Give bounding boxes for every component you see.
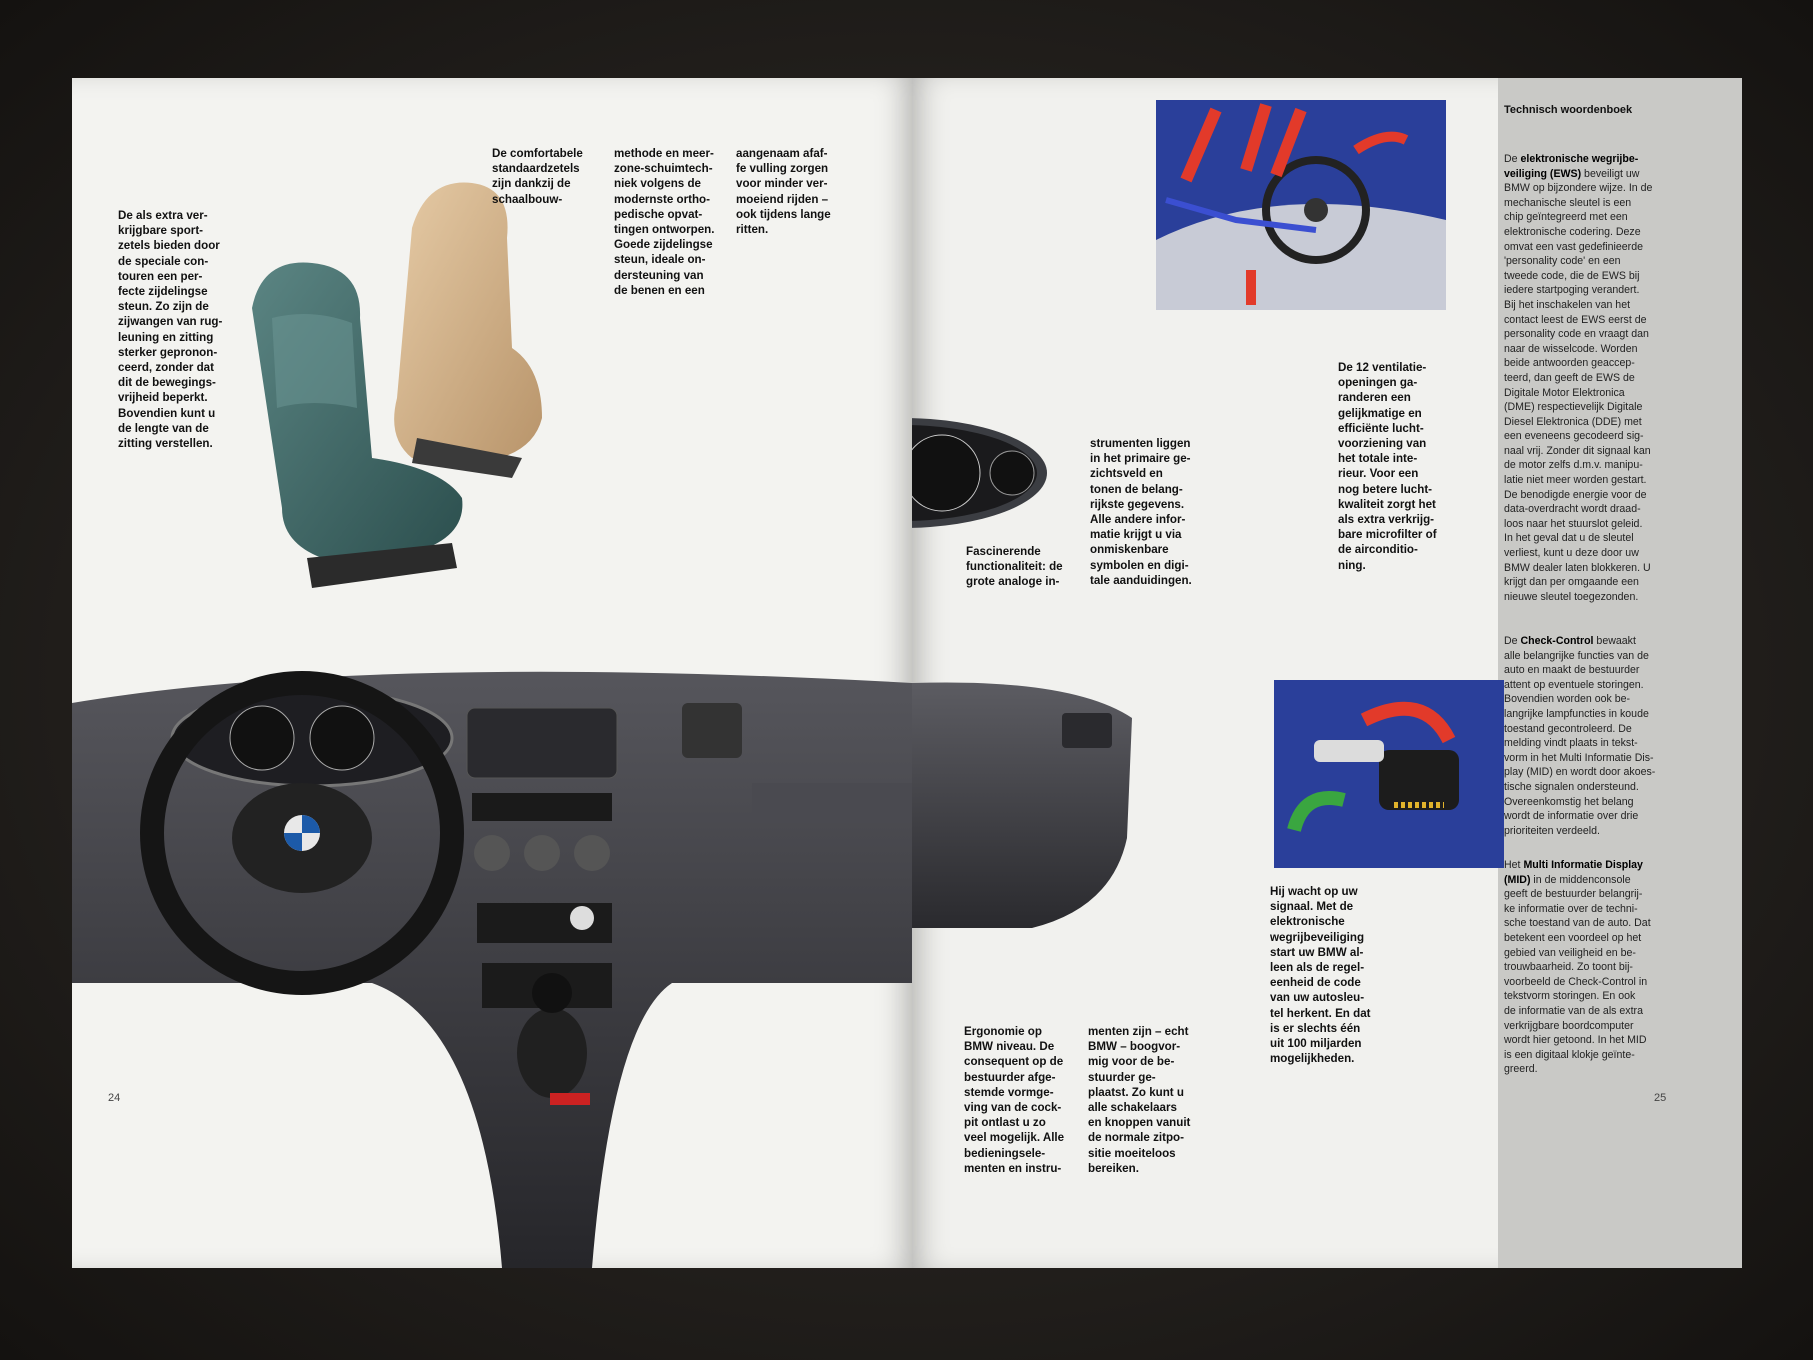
ews-term: elektronische wegrijbe- veiliging (EWS) — [1504, 153, 1639, 180]
sidebar-panel — [1498, 78, 1742, 1268]
mid-text: in de middenconsole geeft de bestuurder … — [1504, 873, 1651, 1076]
ventilation-image — [1156, 100, 1446, 310]
caption-comfort-seats-col1: De comfortabele standaardzetels zijn dan… — [492, 147, 583, 206]
sidebar-mid-paragraph: Het Multi Informatie Display (MID) in de… — [1504, 858, 1688, 1077]
sidebar-check-control-paragraph: De Check-Control bewaakt alle belangrijk… — [1504, 634, 1688, 838]
dashboard-image-left — [72, 671, 912, 1268]
caption-sport-seats: De als extra ver- krijgbare sport- zetel… — [118, 209, 223, 451]
sidebar-title: Technisch woordenboek — [1504, 104, 1633, 116]
caption-comfort-seats-col3: aangenaam afaf- fe vulling zorgen voor m… — [736, 147, 831, 237]
cc-intro: De — [1504, 635, 1521, 647]
check-control-term: Check-Control — [1520, 635, 1594, 647]
caption-ergonomics-col1: Ergonomie op BMW niveau. De consequent o… — [964, 1025, 1065, 1175]
left-page: De als extra ver- krijgbare sport- zetel… — [72, 78, 912, 1268]
page-number-right: 25 — [1654, 1092, 1667, 1104]
dashboard-image-right — [912, 682, 1132, 928]
caption-key: Hij wacht op uw signaal. Met de elektron… — [1270, 885, 1371, 1066]
caption-ventilation: De 12 ventilatie- openingen ga- randeren… — [1338, 361, 1437, 572]
seats-image — [252, 182, 542, 588]
ews-intro: De — [1504, 153, 1521, 165]
page-number-left: 24 — [108, 1092, 121, 1104]
sidebar-ews-paragraph: De elektronische wegrijbe- veiliging (EW… — [1504, 152, 1688, 604]
key-image — [1274, 680, 1504, 868]
caption-comfort-seats-col2: methode en meer- zone-schuimtech- niek v… — [614, 147, 715, 297]
right-page: Fascinerende functionaliteit: de grote a… — [912, 78, 1742, 1268]
caption-instruments-col2: strumenten liggen in het primaire ge- zi… — [1090, 437, 1192, 587]
cc-text: bewaakt alle belangrijke functies van de… — [1504, 635, 1656, 837]
caption-ergonomics-col2: menten zijn – echt BMW – boogvor- mig vo… — [1088, 1025, 1191, 1175]
instrument-cluster-image — [912, 418, 1047, 528]
book-gutter — [900, 78, 924, 1268]
ews-text: beveiligt uw BMW op bijzondere wijze. In… — [1504, 167, 1653, 603]
mid-intro: Het — [1504, 859, 1524, 871]
mid-term: Multi Informatie Display (MID) — [1504, 859, 1643, 886]
caption-instruments-col1: Fascinerende functionaliteit: de grote a… — [966, 545, 1063, 589]
